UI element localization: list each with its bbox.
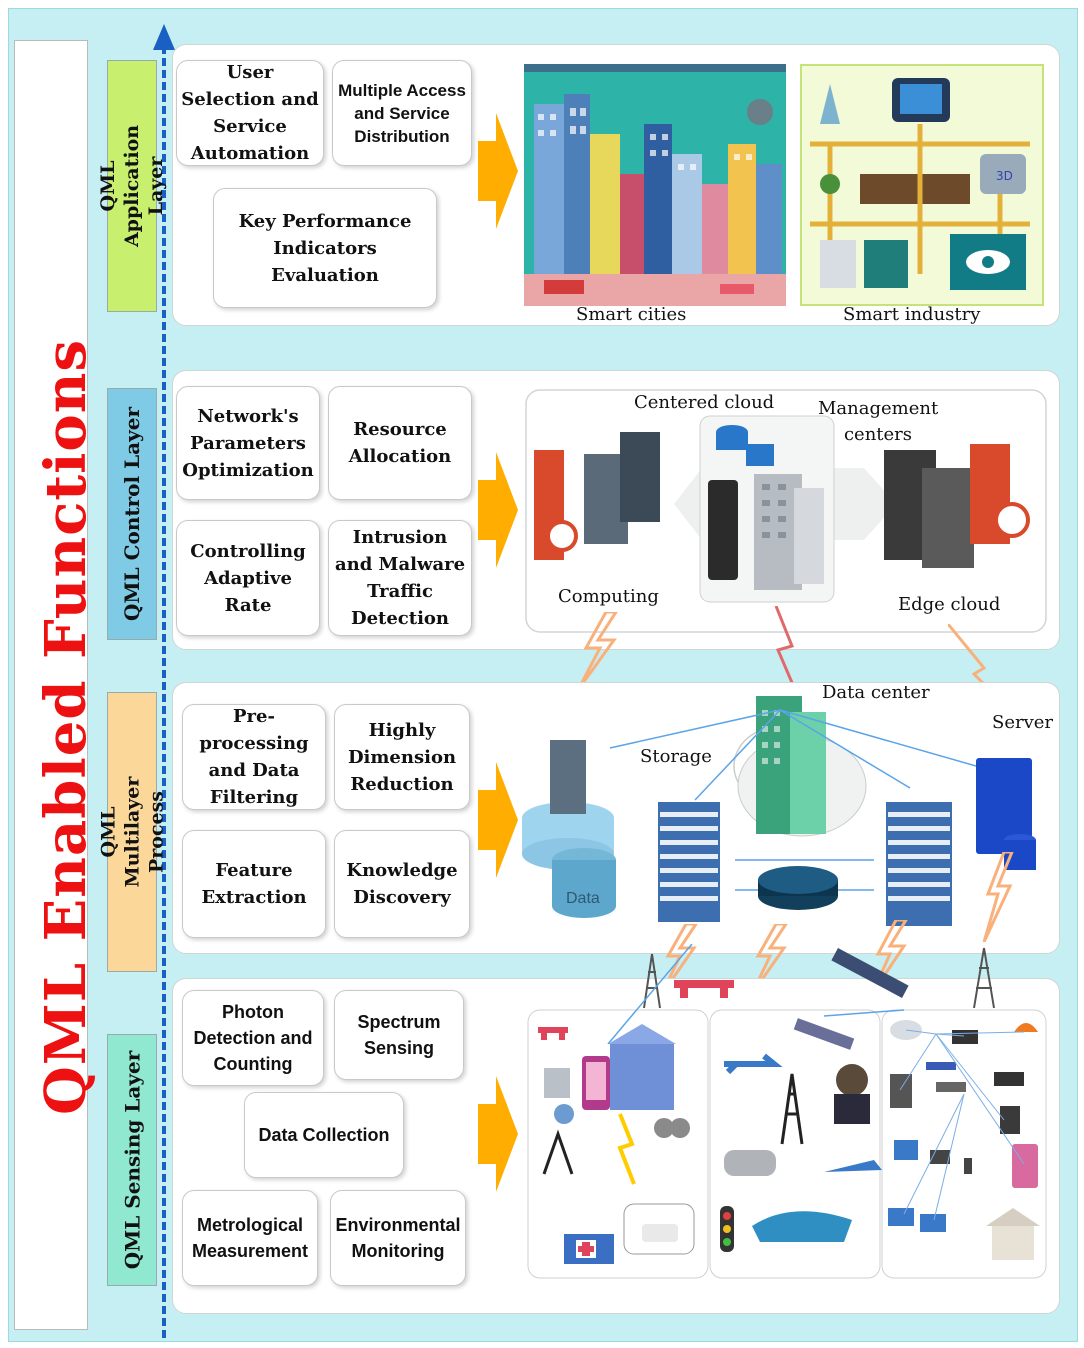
function-data-collection: Data Collection	[244, 1092, 404, 1178]
caption-edge-cloud: Edge cloud	[898, 594, 1001, 615]
vertical-axis	[162, 46, 166, 1338]
caption-centered-cloud: Centered cloud	[634, 392, 775, 413]
lightning-icon	[576, 612, 618, 690]
function-knowledge-discovery: Knowledge Discovery	[334, 830, 470, 938]
lightning-icon	[870, 920, 908, 994]
function-kpi-evaluation: Key Performance Indicators Evaluation	[213, 188, 437, 308]
lightning-icon	[774, 606, 798, 692]
caption-smart-industry: Smart industry	[843, 304, 981, 325]
smart-cities-image	[524, 64, 786, 306]
lightning-icon	[660, 924, 698, 994]
data-center-network-image	[522, 696, 1036, 926]
function-user-selection: User Selection and Service Automation	[176, 60, 324, 166]
caption-computing: Computing	[558, 586, 659, 607]
lightning-icon	[982, 852, 1014, 942]
function-metrological-measurement: Metrological Measurement	[182, 1190, 318, 1286]
layer-label-control: QML Control Layer	[107, 388, 157, 640]
function-network-parameters: Network's Parameters Optimization	[176, 386, 320, 500]
arrow-right-icon	[478, 113, 518, 229]
function-resource-allocation: Resource Allocation	[328, 386, 472, 500]
arrow-right-icon	[478, 1076, 518, 1192]
title-box: QML Enabled Functions	[14, 40, 99, 1330]
caption-server: Server	[992, 712, 1054, 733]
smart-industry-image: 3D	[800, 64, 1044, 306]
svg-text:3D: 3D	[996, 169, 1013, 183]
function-intrusion-detection: Intrusion and Malware Traffic Detection	[328, 520, 472, 636]
function-adaptive-rate: Controlling Adaptive Rate	[176, 520, 320, 636]
layer-label-sensing: QML Sensing Layer	[107, 1034, 157, 1286]
arrow-right-icon	[478, 762, 518, 878]
axis-arrowhead	[153, 24, 175, 50]
lightning-icon	[750, 924, 788, 994]
function-spectrum-sensing: Spectrum Sensing	[334, 990, 464, 1080]
iot-sensing-image	[527, 944, 1047, 1279]
function-preprocessing: Pre-processing and Data Filtering	[182, 704, 326, 810]
function-dimension-reduction: Highly Dimension Reduction	[334, 704, 470, 810]
caption-data: Data	[566, 890, 600, 907]
layer-label-application: QML Application Layer	[97, 60, 167, 312]
function-multiple-access: Multiple Access and Service Distribution	[332, 60, 472, 166]
function-photon-detection: Photon Detection and Counting	[182, 990, 324, 1086]
diagram-title: QML Enabled Functions	[33, 338, 99, 1116]
layer-label-multilayer: QML Multilayer Process	[97, 692, 167, 972]
function-environmental-monitoring: Environmental Monitoring	[330, 1190, 466, 1286]
caption-smart-cities: Smart cities	[576, 304, 687, 325]
caption-storage: Storage	[640, 746, 712, 767]
function-feature-extraction: Feature Extraction	[182, 830, 326, 938]
arrow-right-icon	[478, 452, 518, 568]
caption-data-center: Data center	[822, 682, 930, 703]
caption-management-centers: Management centers	[818, 398, 939, 445]
cloud-computing-image	[525, 389, 1047, 633]
